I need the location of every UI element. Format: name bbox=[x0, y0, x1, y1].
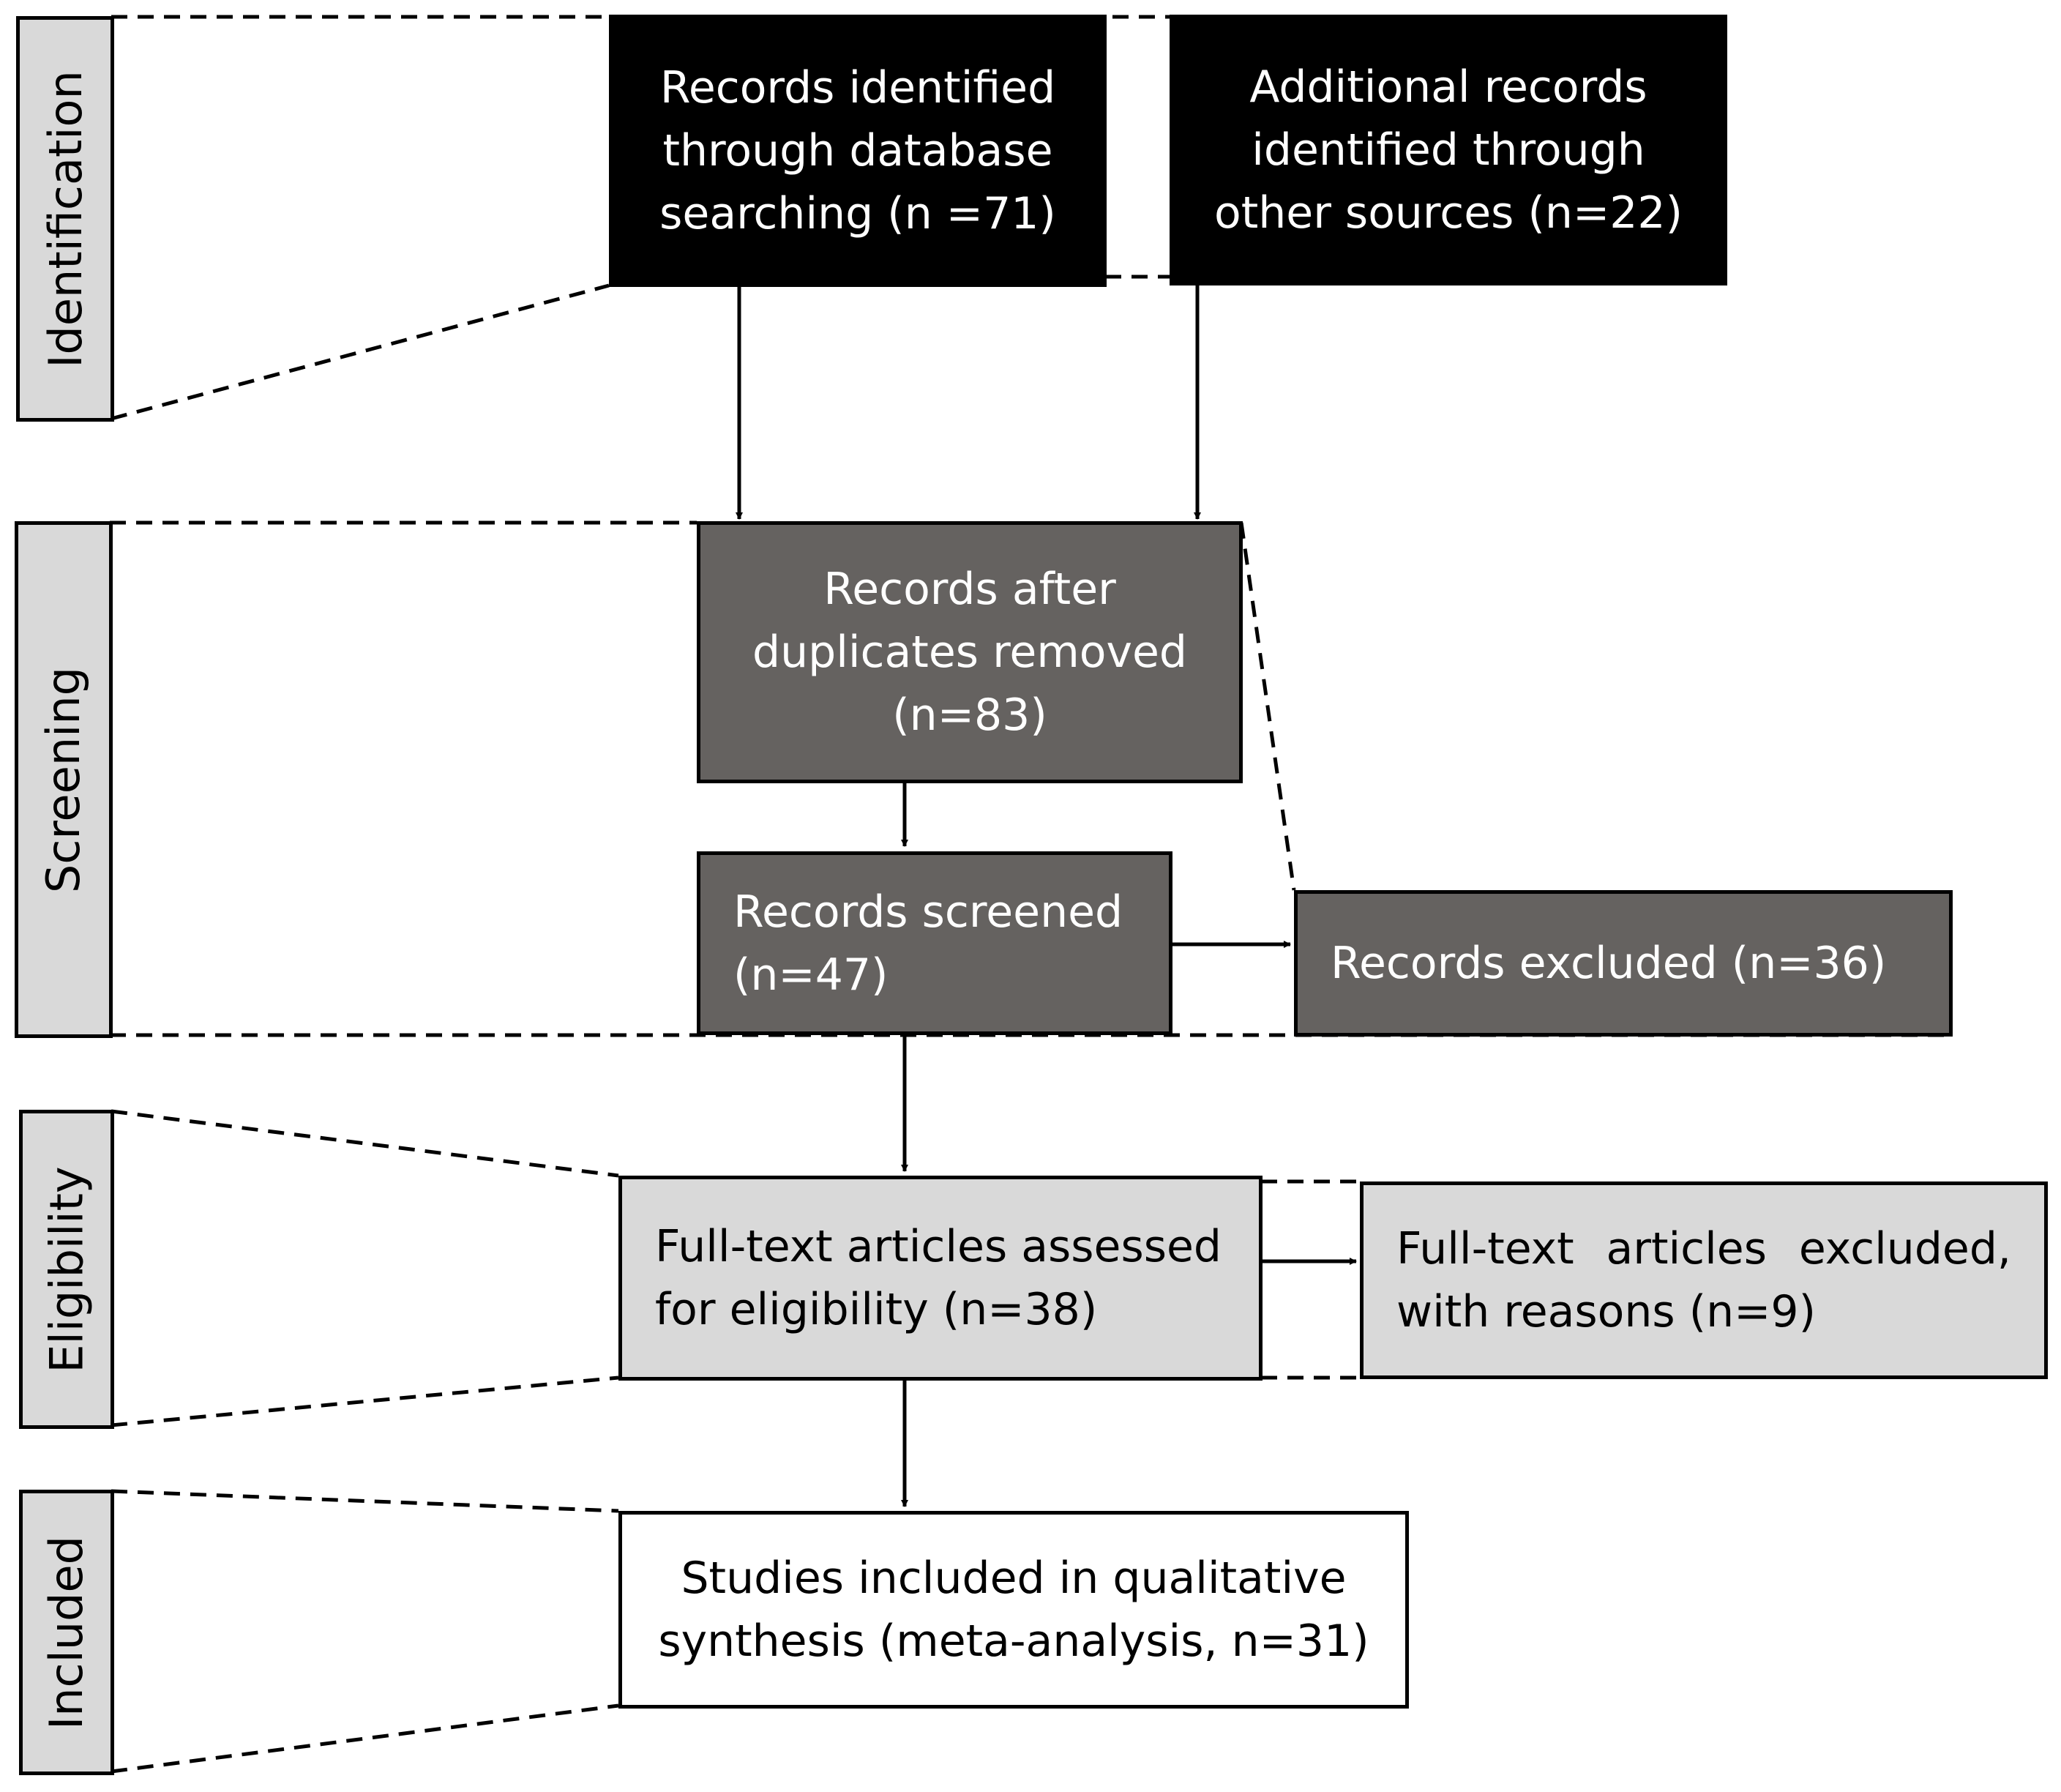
stage-included: Included bbox=[19, 1490, 114, 1775]
other-records-text: Additional records identified through ot… bbox=[1214, 61, 1683, 239]
included-studies-text: Studies included in qualitative synthesi… bbox=[658, 1553, 1369, 1667]
records-excluded-box: Records excluded (n=36) bbox=[1294, 890, 1953, 1037]
identification-dashed-bottom bbox=[111, 283, 610, 421]
other-records-box: Additional records identified through ot… bbox=[1170, 15, 1727, 285]
included-studies-box: Studies included in qualitative synthesi… bbox=[618, 1511, 1409, 1709]
eligibility-dashed-bottom bbox=[111, 1375, 619, 1427]
full-text-assessed-box: Full-text articles assessed for eligibil… bbox=[618, 1176, 1263, 1381]
records-screened-text: Records screened (n=47) bbox=[733, 886, 1123, 1001]
after-duplicates-box: Records after duplicates removed (n=83) bbox=[697, 521, 1243, 783]
records-excluded-text: Records excluded (n=36) bbox=[1331, 938, 1887, 989]
full-text-excluded-box: Full-text articles excluded, with reason… bbox=[1360, 1181, 2048, 1379]
database-records-box: Records identified through database sear… bbox=[609, 15, 1107, 287]
stage-screening-label: Screening bbox=[37, 666, 91, 893]
screening-dashed-diagonal bbox=[1239, 522, 1296, 891]
database-records-text: Records identified through database sear… bbox=[659, 62, 1056, 239]
included-dashed-bottom bbox=[111, 1703, 619, 1774]
records-screened-box: Records screened (n=47) bbox=[697, 851, 1172, 1035]
included-dashed-top bbox=[111, 1489, 619, 1513]
stage-identification: Identification bbox=[16, 16, 114, 422]
stage-included-label: Included bbox=[40, 1535, 94, 1730]
eligibility-dashed-top bbox=[111, 1109, 619, 1178]
after-duplicates-text: Records after duplicates removed (n=83) bbox=[752, 564, 1187, 741]
stage-eligibility-label: Eligibility bbox=[40, 1165, 94, 1373]
stage-screening: Screening bbox=[15, 521, 113, 1038]
stage-eligibility: Eligibility bbox=[19, 1110, 114, 1429]
stage-identification-label: Identification bbox=[38, 70, 92, 368]
full-text-excluded-text: Full-text articles excluded, with reason… bbox=[1396, 1223, 2011, 1337]
full-text-assessed-text: Full-text articles assessed for eligibil… bbox=[655, 1221, 1222, 1335]
